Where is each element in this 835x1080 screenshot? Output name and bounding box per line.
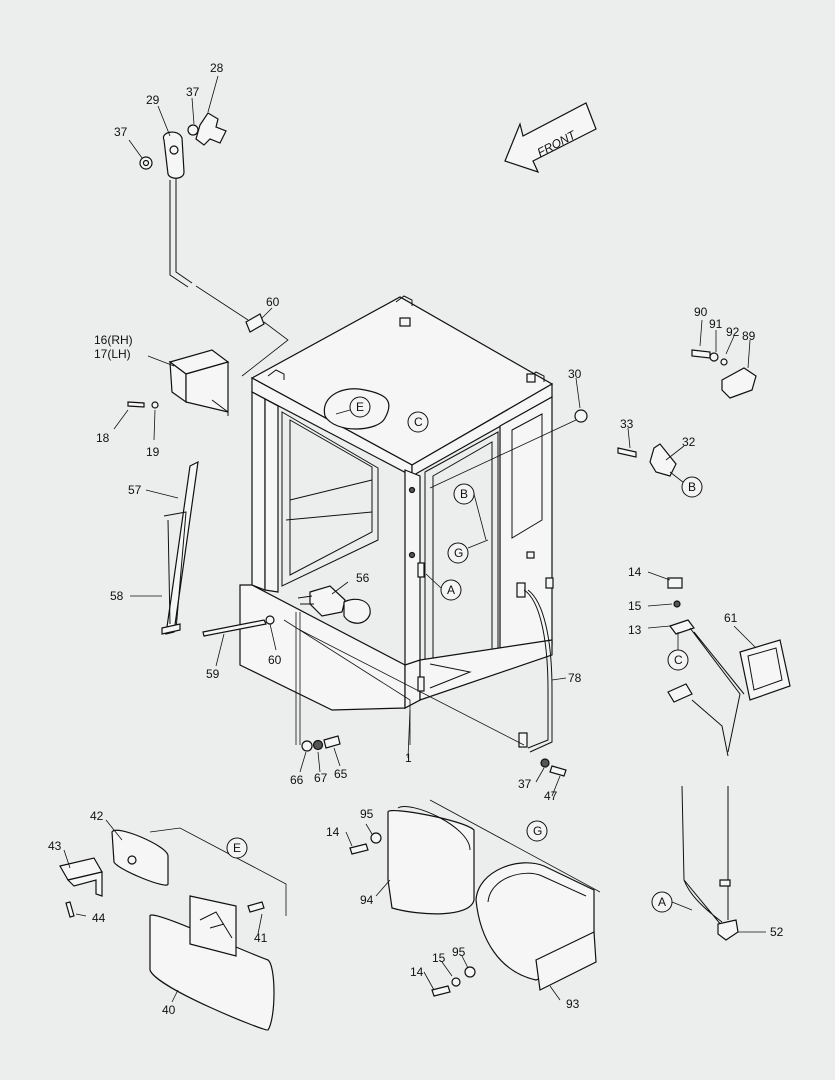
callout-e-roof: E bbox=[356, 400, 364, 414]
part-label-61: 61 bbox=[724, 611, 738, 625]
part-label-95: 95 bbox=[452, 945, 466, 959]
antenna-52 bbox=[681, 785, 739, 941]
part-label-59: 59 bbox=[206, 667, 220, 681]
callout-b-cab: B bbox=[460, 487, 468, 501]
part-label-1: 1 bbox=[405, 751, 412, 765]
part-label-44: 44 bbox=[92, 911, 106, 925]
callout-c-mirror: C bbox=[674, 653, 683, 667]
part-label-30: 30 bbox=[568, 367, 582, 381]
part-label-42: 42 bbox=[90, 809, 104, 823]
part-label-91: 91 bbox=[709, 317, 723, 331]
part-label-90: 90 bbox=[694, 305, 708, 319]
front-direction-arrow: FRONT bbox=[504, 102, 597, 174]
part-label-19: 19 bbox=[146, 445, 160, 459]
part-label-47: 47 bbox=[544, 789, 558, 803]
callout-g-detail: G bbox=[533, 824, 542, 838]
part-label-13: 13 bbox=[628, 623, 642, 637]
bracket-32-assembly bbox=[429, 409, 677, 489]
part-label-37: 37 bbox=[186, 85, 200, 99]
callout-e-detail: E bbox=[233, 841, 241, 855]
part-label-14: 14 bbox=[410, 965, 424, 979]
part-label-60: 60 bbox=[266, 295, 280, 309]
callout-c-post: C bbox=[414, 415, 423, 429]
cable-78 bbox=[523, 589, 567, 777]
label-leaders bbox=[63, 75, 766, 1003]
visor-detail-e bbox=[59, 827, 287, 1031]
part-label-14: 14 bbox=[628, 565, 642, 579]
reference-callouts: E C B G A B C E G A bbox=[226, 396, 703, 913]
part-label-58: 58 bbox=[110, 589, 124, 603]
part-label-56: 56 bbox=[356, 571, 370, 585]
part-label-52: 52 bbox=[770, 925, 784, 939]
part-label-14: 14 bbox=[326, 825, 340, 839]
part-label-17-lh: 17(LH) bbox=[94, 347, 131, 361]
wiper-assembly bbox=[161, 460, 371, 637]
part-label-66: 66 bbox=[290, 773, 304, 787]
part-label-67: 67 bbox=[314, 771, 328, 785]
sun-visor-bracket bbox=[127, 349, 230, 416]
callout-b-bracket: B bbox=[688, 480, 696, 494]
support-rod-assembly bbox=[139, 112, 289, 377]
part-label-65: 65 bbox=[334, 767, 348, 781]
callout-a-detail: A bbox=[658, 895, 666, 909]
part-label-93: 93 bbox=[566, 997, 580, 1011]
mount-bolt-set bbox=[283, 612, 525, 752]
part-label-32: 32 bbox=[682, 435, 696, 449]
cab-body bbox=[239, 295, 554, 748]
part-number-labels: 28 29 37 37 60 16(RH) 17(LH) 18 19 57 58… bbox=[48, 61, 784, 1017]
part-label-40: 40 bbox=[162, 1003, 176, 1017]
part-label-16-rh: 16(RH) bbox=[94, 333, 133, 347]
part-label-18: 18 bbox=[96, 431, 110, 445]
part-label-41: 41 bbox=[254, 931, 268, 945]
storage-box-detail-g bbox=[349, 799, 601, 997]
part-label-60: 60 bbox=[268, 653, 282, 667]
part-label-37: 37 bbox=[518, 777, 532, 791]
part-label-37: 37 bbox=[114, 125, 128, 139]
callout-a-cab: A bbox=[447, 583, 455, 597]
part-label-94: 94 bbox=[360, 893, 374, 907]
part-label-15: 15 bbox=[628, 599, 642, 613]
part-label-92: 92 bbox=[726, 325, 740, 339]
part-label-57: 57 bbox=[128, 483, 142, 497]
part-label-89: 89 bbox=[742, 329, 756, 343]
part-label-95: 95 bbox=[360, 807, 374, 821]
rearview-mirror-61 bbox=[667, 577, 791, 757]
callout-g-cab: G bbox=[454, 546, 463, 560]
part-label-78: 78 bbox=[568, 671, 582, 685]
part-label-33: 33 bbox=[620, 417, 634, 431]
handle-89-assembly bbox=[691, 349, 757, 399]
part-label-28: 28 bbox=[210, 61, 224, 75]
part-label-15: 15 bbox=[432, 951, 446, 965]
part-label-29: 29 bbox=[146, 93, 160, 107]
part-label-43: 43 bbox=[48, 839, 62, 853]
